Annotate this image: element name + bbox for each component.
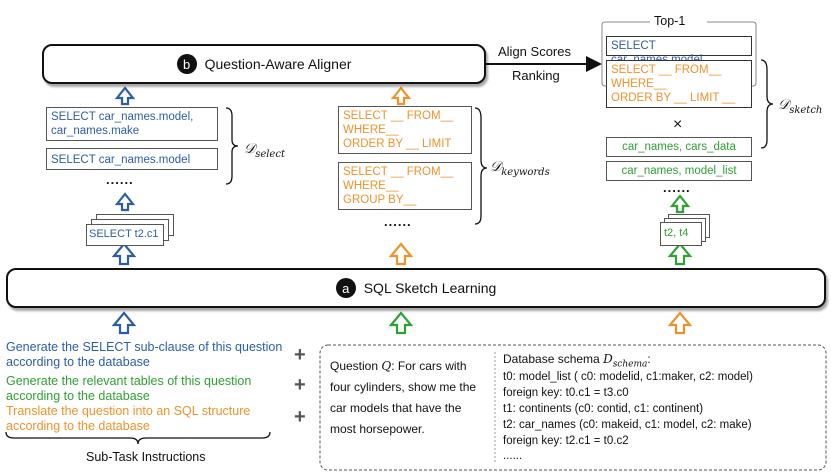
keywords-dots: ......	[384, 214, 412, 229]
tables-box-1: car_names, cars_data	[606, 137, 752, 157]
aligner-title: Question-Aware Aligner	[204, 56, 352, 72]
up-arrow-keywords-low	[388, 242, 414, 266]
up-arrow-select-bottom	[111, 311, 137, 335]
learning-badge: a	[335, 278, 356, 298]
times-symbol: ×	[673, 116, 683, 133]
align-scores-label: Align Scores	[498, 44, 571, 59]
question-text: Question Q: For cars with four cylinders…	[330, 359, 477, 436]
keywords-set-label: 𝒟keywords	[490, 159, 550, 178]
schema-card-text: t2, t4	[664, 227, 689, 239]
instruction-tables: Generate the relevant tables of this que…	[6, 374, 252, 403]
schema-line-2: t1: continents (c0: contid, c1: continen…	[503, 403, 704, 415]
instructions-caption: Sub-Task Instructions	[86, 450, 206, 464]
up-arrow-select-mid	[114, 192, 136, 212]
schema-line-4: foreign key: t2.c1 = t0.c2	[503, 435, 629, 447]
sketch-set-label: 𝒟sketch	[778, 97, 823, 116]
up-arrow-tables-bottom	[388, 311, 414, 335]
brace-keywords	[474, 107, 488, 225]
input-frame	[319, 344, 827, 471]
up-arrow-select-low	[111, 242, 137, 266]
schema-line-5: ......	[503, 450, 523, 462]
plus-3: +	[294, 406, 306, 428]
up-arrow-tables-low	[667, 242, 693, 266]
schema-line-1: foreign key: t0.c1 = t3.c0	[503, 387, 629, 399]
up-arrow-select-top	[114, 86, 136, 106]
brace-instructions	[5, 431, 271, 445]
instruction-structure: Translate the question into an SQL struc…	[6, 404, 251, 433]
question-aware-aligner: b Question-Aware Aligner	[42, 44, 486, 84]
select-card-text: SELECT t2.c1	[89, 228, 159, 240]
keywords-box-1: SELECT __ FROM__ WHERE__ ORDER BY __ LIM…	[338, 106, 472, 164]
up-arrow-tables-mid	[669, 194, 691, 214]
select-dots: ......	[106, 172, 134, 187]
brace-sketch	[760, 59, 774, 149]
plus-2: +	[294, 374, 306, 396]
plus-1: +	[294, 344, 306, 366]
keywords-box-2: SELECT __ FROM__ WHERE__ GROUP BY__	[338, 162, 472, 210]
tables-box-2: car_names, model_list	[606, 161, 752, 181]
learning-title: SQL Sketch Learning	[363, 280, 497, 296]
aligner-badge: b	[176, 54, 197, 74]
tables-dots: ......	[663, 180, 691, 195]
ranking-label: Ranking	[512, 68, 560, 83]
schema-line-3: t2: car_names (c0: makeid, c1: model, c2…	[503, 419, 752, 431]
select-set-label: 𝒟select	[244, 141, 285, 160]
sql-sketch-learning: a SQL Sketch Learning	[6, 268, 826, 308]
top1-label: Top-1	[652, 14, 688, 28]
instruction-select: Generate the SELECT sub-clause of this q…	[6, 340, 283, 369]
up-arrow-keywords-bottom	[667, 311, 693, 335]
brace-select	[225, 107, 239, 185]
top1-keywords-box: SELECT __ FROM__ WHERE__ ORDER BY __ LIM…	[606, 60, 752, 108]
schema-line-0: t0: model_list ( c0: modelid, c1:maker, …	[503, 371, 753, 383]
up-arrow-keywords-top	[390, 86, 412, 106]
select-box-2: SELECT car_names.model	[46, 148, 218, 170]
select-box-1: SELECT car_names.model, car_names.make	[46, 107, 218, 141]
schema-heading: Database schema Dschema:	[503, 352, 651, 370]
top1-select-box: SELECT car_names.model	[606, 36, 752, 66]
